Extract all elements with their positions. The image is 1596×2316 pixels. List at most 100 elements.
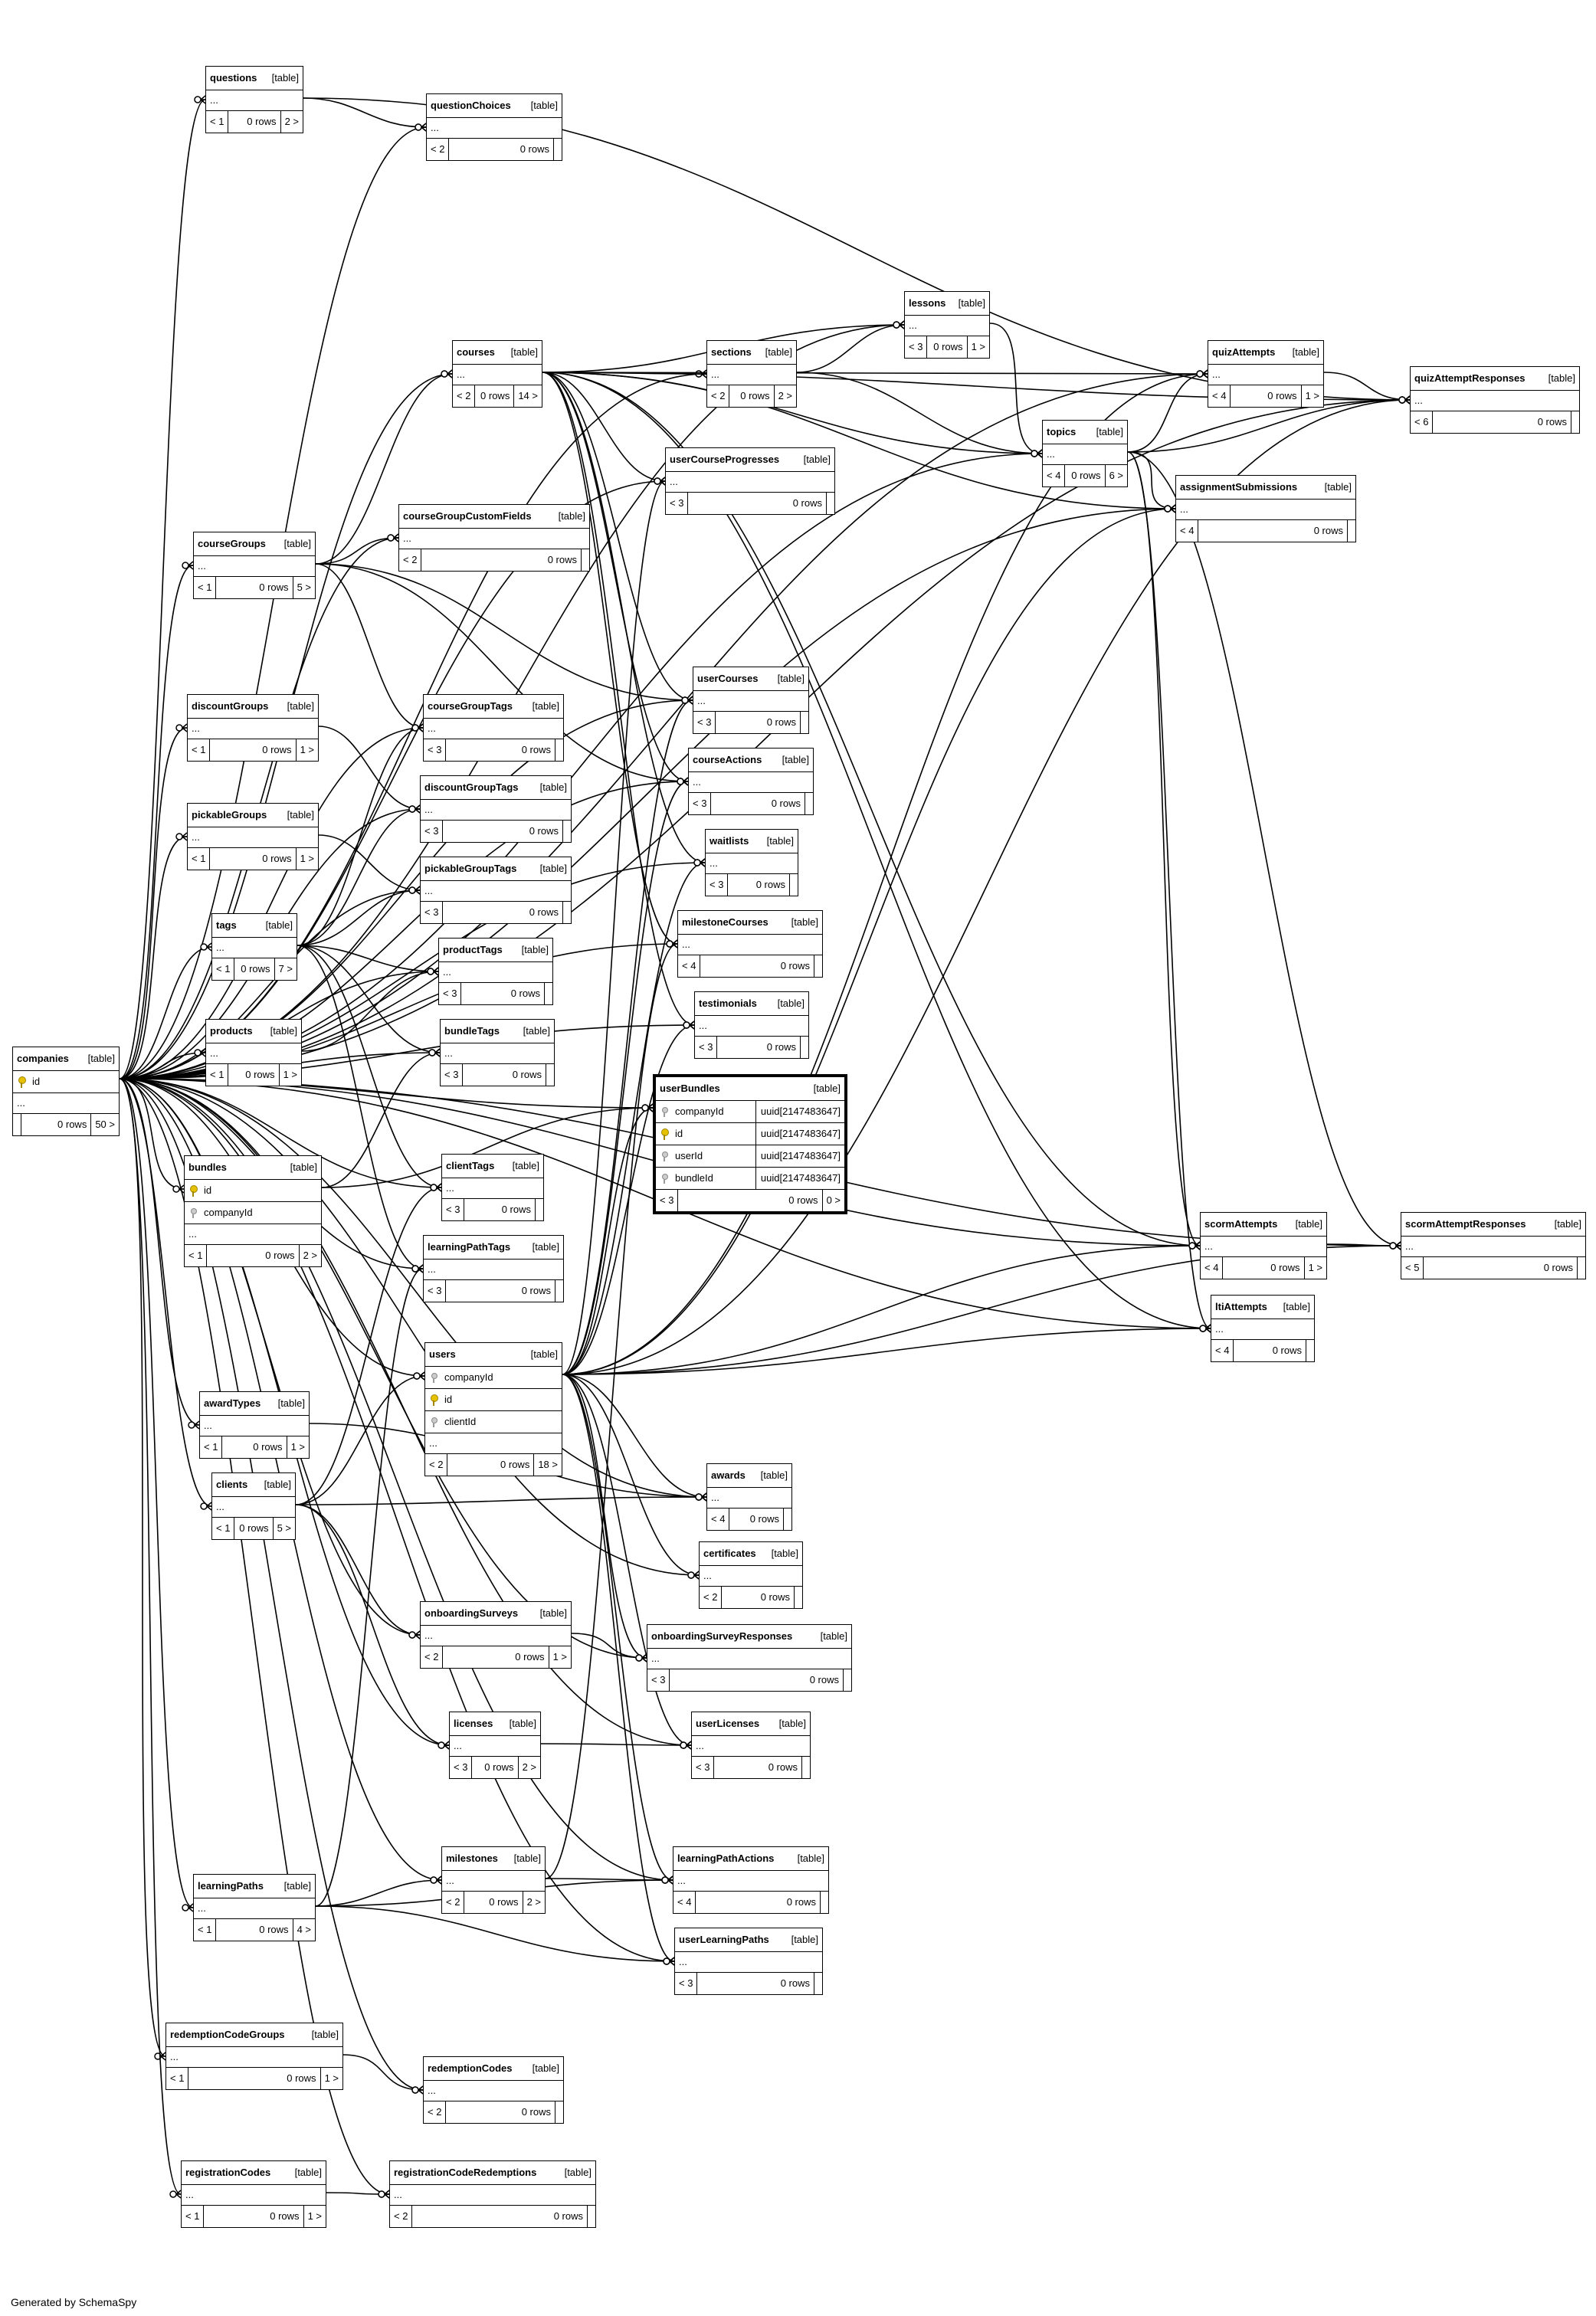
table-name[interactable]: bundleTags (444, 1025, 500, 1037)
table-name[interactable]: testimonials (699, 997, 757, 1009)
child-count-link[interactable] (1306, 1340, 1314, 1361)
parent-count-link[interactable]: < 4 (1043, 465, 1066, 486)
parent-count-link[interactable]: < 2 (427, 139, 450, 160)
more-columns-ellipsis[interactable]: ... (689, 772, 813, 793)
parent-count-link[interactable]: < 3 (666, 493, 689, 514)
more-columns-ellipsis[interactable]: ... (706, 853, 798, 874)
parent-count-link[interactable]: < 1 (188, 848, 211, 870)
column-row[interactable]: id (425, 1389, 562, 1411)
parent-count-link[interactable]: < 1 (206, 111, 229, 133)
child-count-link[interactable] (814, 955, 822, 977)
more-columns-ellipsis[interactable]: ... (424, 1260, 563, 1280)
parent-count-link[interactable]: < 3 (424, 1280, 447, 1302)
parent-count-link[interactable]: < 1 (212, 958, 235, 980)
more-columns-ellipsis[interactable]: ... (678, 935, 822, 955)
table-name[interactable]: scormAttemptResponses (1405, 1218, 1526, 1230)
table-name[interactable]: users (429, 1348, 456, 1360)
parent-count-link[interactable]: < 2 (700, 1587, 723, 1608)
table-name[interactable]: onboardingSurveyResponses (651, 1630, 793, 1642)
table-name[interactable]: productTags (443, 944, 503, 955)
parent-count-link[interactable]: < 2 (707, 385, 730, 407)
child-count-link[interactable]: 50 > (95, 1119, 115, 1130)
parent-count-link[interactable]: < 1 (200, 1436, 223, 1458)
child-count-link[interactable] (555, 1280, 563, 1302)
parent-count-link[interactable]: < 1 (194, 1919, 217, 1941)
more-columns-ellipsis[interactable]: ... (692, 1736, 810, 1757)
table-name[interactable]: ltiAttempts (1215, 1301, 1267, 1312)
column-row[interactable]: companyId (185, 1202, 321, 1224)
child-count-link[interactable]: 14 > (518, 390, 538, 401)
more-columns-ellipsis[interactable]: ... (424, 719, 563, 739)
table-registrationCodeRedemptions[interactable]: registrationCodeRedemptions[table]...< 2… (389, 2160, 596, 2228)
column-row[interactable]: id (13, 1071, 119, 1093)
more-columns-ellipsis[interactable]: ... (441, 1043, 554, 1064)
parent-count-link[interactable]: < 4 (707, 1509, 730, 1530)
table-name[interactable]: userBundles (660, 1083, 720, 1094)
more-columns-ellipsis[interactable]: ... (666, 472, 834, 493)
table-name[interactable]: questions (210, 72, 257, 84)
more-columns-ellipsis[interactable]: ... (695, 1016, 808, 1037)
table-name[interactable]: lessons (909, 297, 946, 309)
parent-count-link[interactable]: < 3 (450, 1757, 473, 1778)
table-name[interactable]: products (210, 1025, 253, 1037)
table-name[interactable]: pickableGroupTags (424, 863, 517, 874)
table-name[interactable]: userCourseProgresses (670, 454, 780, 465)
child-count-link[interactable]: 18 > (538, 1459, 558, 1470)
more-columns-ellipsis[interactable]: ... (1411, 391, 1579, 411)
column-row[interactable]: clientId (425, 1411, 562, 1433)
more-columns-ellipsis[interactable]: ... (185, 1224, 321, 1245)
column-row[interactable]: companyId (425, 1367, 562, 1389)
more-columns-ellipsis[interactable]: ... (188, 719, 318, 739)
table-name[interactable]: milestoneCourses (682, 916, 769, 928)
table-name[interactable]: quizAttemptResponses (1414, 372, 1526, 384)
child-count-link[interactable]: 6 > (1109, 470, 1123, 481)
child-count-link[interactable] (821, 1892, 828, 1913)
child-count-link[interactable]: 2 > (284, 116, 299, 127)
table-name[interactable]: learningPathTags (428, 1241, 511, 1253)
more-columns-ellipsis[interactable]: ... (1043, 444, 1127, 465)
more-columns-ellipsis[interactable]: ... (707, 1488, 791, 1509)
more-columns-ellipsis[interactable]: ... (421, 800, 571, 821)
child-count-link[interactable] (1571, 411, 1579, 433)
table-name[interactable]: bundles (188, 1161, 227, 1173)
child-count-link[interactable]: 1 > (307, 2210, 322, 2222)
child-count-link[interactable]: 2 > (303, 1250, 317, 1261)
parent-count-link[interactable]: < 3 (695, 1037, 718, 1058)
child-count-link[interactable] (802, 1757, 810, 1778)
column-row[interactable]: id (185, 1180, 321, 1202)
more-columns-ellipsis[interactable]: ... (675, 1952, 822, 1973)
child-count-link[interactable]: 1 > (971, 341, 985, 352)
more-columns-ellipsis[interactable]: ... (188, 827, 318, 848)
child-count-link[interactable] (545, 983, 552, 1004)
table-name[interactable]: quizAttempts (1212, 346, 1276, 358)
table-name[interactable]: awardTypes (204, 1397, 261, 1409)
child-count-link[interactable]: 7 > (278, 963, 293, 975)
parent-count-link[interactable]: < 3 (441, 1064, 464, 1086)
more-columns-ellipsis[interactable]: ... (194, 1898, 315, 1919)
table-name[interactable]: userLicenses (696, 1718, 760, 1729)
parent-count-link[interactable]: < 3 (689, 793, 712, 814)
table-name[interactable]: learningPathActions (677, 1852, 775, 1864)
